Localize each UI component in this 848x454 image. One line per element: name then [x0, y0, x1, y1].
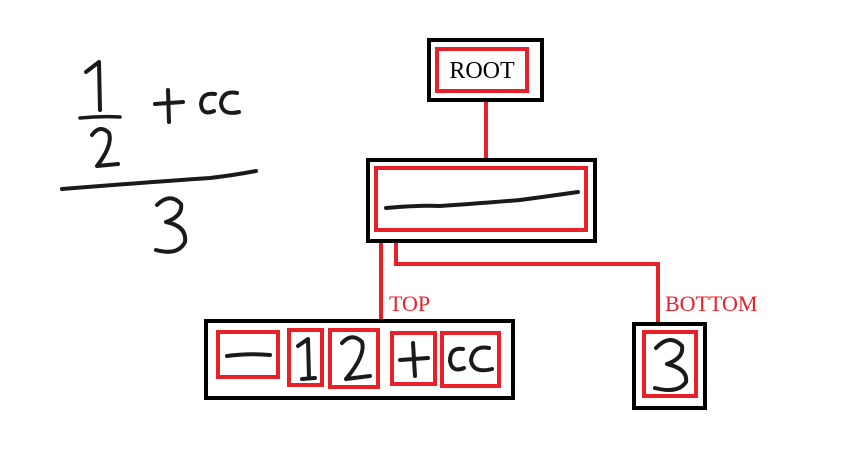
- handwritten-three: [154, 196, 188, 254]
- handwritten-two: [90, 127, 120, 168]
- handwritten-plus: [153, 88, 185, 124]
- root-node-highlight: [435, 47, 529, 93]
- bottom-children-node: [632, 322, 707, 410]
- fraction-bar-node: [366, 158, 597, 243]
- fraction-bar-node-frame: [366, 158, 597, 243]
- top-child-x-glyph: [448, 345, 494, 373]
- top-child-box-x: [440, 331, 501, 388]
- bottom-child-three-glyph: [653, 338, 689, 392]
- top-child-box-two: [328, 328, 380, 389]
- handwritten-expression: [60, 60, 258, 254]
- handwritten-one: [84, 60, 102, 112]
- top-child-box-one: [287, 328, 324, 387]
- root-label: ROOT: [449, 58, 515, 84]
- top-child-box-plus: [390, 331, 437, 386]
- handwritten-small-fraction-bar: [78, 114, 122, 120]
- tree-edges: [379, 93, 660, 330]
- bottom-edge-label: BOTTOM: [665, 291, 758, 316]
- top-children-node: [204, 319, 515, 400]
- top-child-bar-glyph: [225, 352, 272, 358]
- top-edge-label: TOP: [389, 291, 430, 316]
- top-child-plus-glyph: [398, 341, 430, 378]
- edge-bar-to-bottom: [394, 234, 660, 330]
- handwritten-x: [199, 90, 241, 115]
- top-child-one-glyph: [296, 337, 317, 381]
- root-node: ROOT: [427, 38, 544, 102]
- top-child-box-bar: [216, 330, 280, 379]
- fraction-bar-glyph: [384, 190, 580, 210]
- handwritten-main-fraction-bar: [60, 169, 258, 191]
- fraction-bar-node-highlight: [374, 166, 588, 232]
- bottom-child-box-three: [642, 330, 698, 398]
- top-child-two-glyph: [340, 335, 372, 381]
